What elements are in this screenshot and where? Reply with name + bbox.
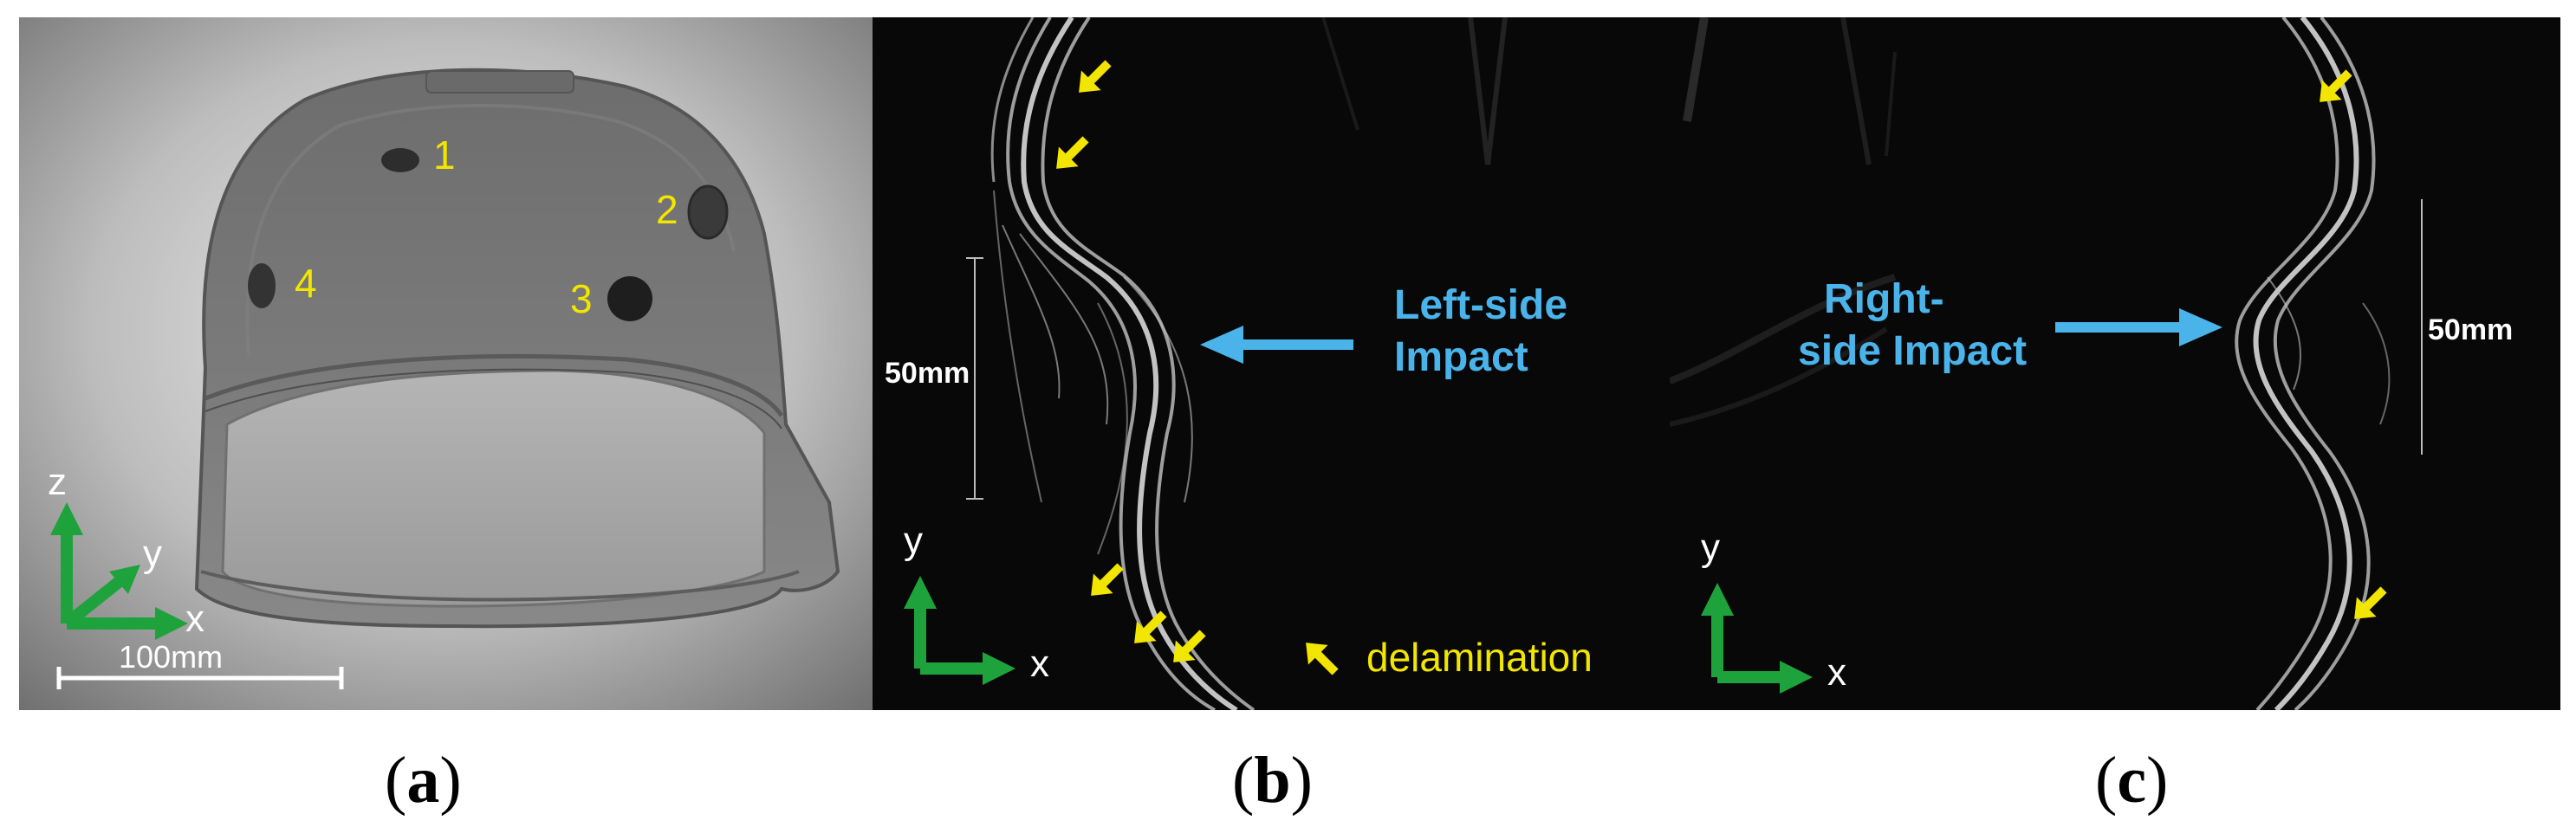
impact-marker-3: 3: [570, 276, 593, 321]
impact-marker-1: 1: [433, 132, 456, 178]
caption-a-letter: a: [406, 744, 440, 817]
delamination-legend: delamination: [1366, 635, 1593, 680]
axis-label-y: y: [143, 533, 162, 575]
impact-marker-4: 4: [295, 261, 317, 306]
panel-c-ct-right-impact: 50mm Right- side Impact y x: [1670, 17, 2560, 710]
scale-bar-label: 50mm: [885, 357, 970, 390]
panel-b-ct-left-impact: 50mm Left-side Impact delamination y x: [873, 17, 1670, 710]
caption-c-letter: c: [2117, 744, 2147, 817]
caption-c: (c): [2095, 744, 2169, 817]
axis-label-y: y: [1701, 527, 1720, 569]
impact-label-line2: Impact: [1394, 334, 1528, 380]
impact-label-line1: Right-: [1824, 276, 1944, 322]
impact-marker-2: 2: [656, 187, 678, 232]
axis-label-y: y: [904, 520, 923, 562]
panel-a-helmet-xray: 1 2 3 4 z y x 100mm: [19, 17, 873, 710]
impact-label-line1: Left-side: [1394, 282, 1568, 328]
caption-b: (b): [1232, 744, 1313, 817]
scale-bar-label: 100mm: [119, 639, 224, 675]
ct-slice-left-image: [873, 17, 1670, 710]
scale-bar-label: 50mm: [2428, 313, 2514, 346]
ct-slice-right-image: [1670, 17, 2560, 710]
caption-a: (a): [385, 744, 462, 817]
axis-label-x: x: [1827, 651, 1846, 694]
helmet-xray-image: [19, 17, 873, 710]
axis-label-z: z: [48, 461, 67, 503]
axis-label-x: x: [185, 598, 204, 640]
axis-label-x: x: [1030, 643, 1049, 685]
caption-b-letter: b: [1254, 744, 1291, 817]
impact-label-line2: side Impact: [1798, 328, 2028, 374]
